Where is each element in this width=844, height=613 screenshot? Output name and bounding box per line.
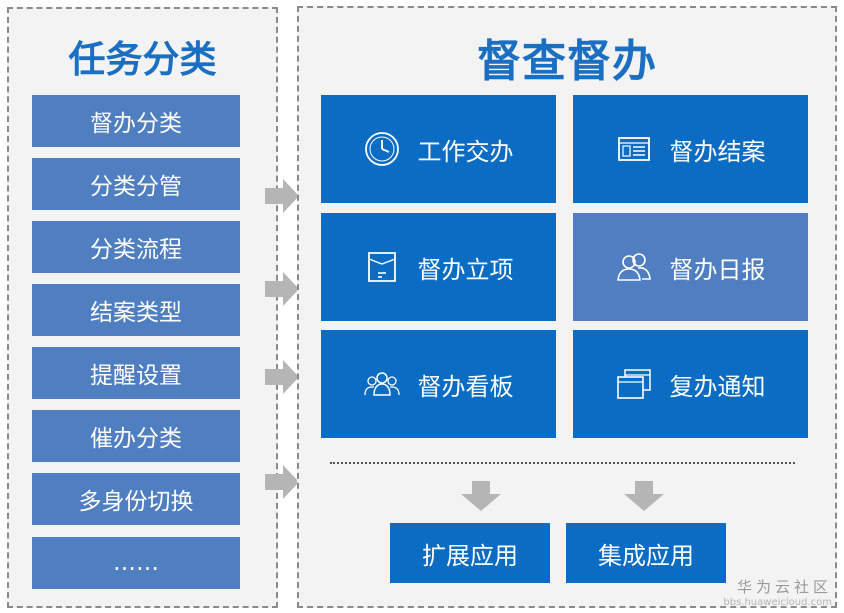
- tile-label: 督办结案: [669, 137, 766, 166]
- tile-label: 复办通知: [669, 372, 766, 401]
- category-item-closure-type[interactable]: 结案类型: [32, 284, 240, 336]
- extension-apps-button[interactable]: 扩展应用: [390, 523, 550, 583]
- windows-stack-icon: [616, 366, 652, 402]
- tile-label: 督办看板: [417, 372, 514, 401]
- right-arrow-icon: [265, 179, 299, 213]
- tile-label: 督办日报: [669, 255, 766, 284]
- category-item-multi-identity-switch[interactable]: 多身份切换: [32, 473, 240, 525]
- category-item-urge-category[interactable]: 催办分类: [32, 410, 240, 462]
- dotted-divider: [330, 462, 795, 464]
- tile-supervision-project[interactable]: 督办立项: [321, 213, 556, 321]
- tile-work-assignment[interactable]: 工作交办: [321, 95, 556, 203]
- supervision-title: 督查督办: [477, 36, 657, 87]
- watermark-brand: 华为云社区: [736, 578, 832, 597]
- down-arrow-icon: [461, 481, 501, 511]
- tile-supervision-closure[interactable]: 督办结案: [573, 95, 808, 203]
- task-category-title: 任务分类: [68, 38, 217, 81]
- tile-label: 督办立项: [417, 255, 514, 284]
- users-icon: [616, 249, 652, 285]
- right-arrow-icon: [265, 272, 299, 306]
- clock-icon: [364, 131, 400, 167]
- category-item-reminder-settings[interactable]: 提醒设置: [32, 347, 240, 399]
- category-item-more[interactable]: ……: [32, 537, 240, 589]
- integration-apps-button[interactable]: 集成应用: [566, 523, 726, 583]
- category-item-category-management[interactable]: 分类分管: [32, 158, 240, 210]
- down-arrow-icon: [624, 481, 664, 511]
- team-icon: [363, 366, 400, 402]
- tile-resupervision-notice[interactable]: 复办通知: [573, 330, 808, 438]
- watermark-url: bbs.huaweicloud.com: [723, 596, 832, 608]
- tile-label: 工作交办: [417, 137, 514, 166]
- watermark: 华为云社区 bbs.huaweicloud.com: [723, 578, 832, 608]
- right-arrow-icon: [265, 465, 299, 499]
- document-list-icon: [616, 131, 652, 167]
- tile-supervision-dashboard[interactable]: 督办看板: [321, 330, 556, 438]
- category-item-category-workflow[interactable]: 分类流程: [32, 221, 240, 273]
- category-item-supervision-category[interactable]: 督办分类: [32, 95, 240, 147]
- tile-supervision-daily-report[interactable]: 督办日报: [573, 213, 808, 321]
- right-arrow-icon: [265, 360, 299, 394]
- folder-tag-icon: [364, 249, 400, 285]
